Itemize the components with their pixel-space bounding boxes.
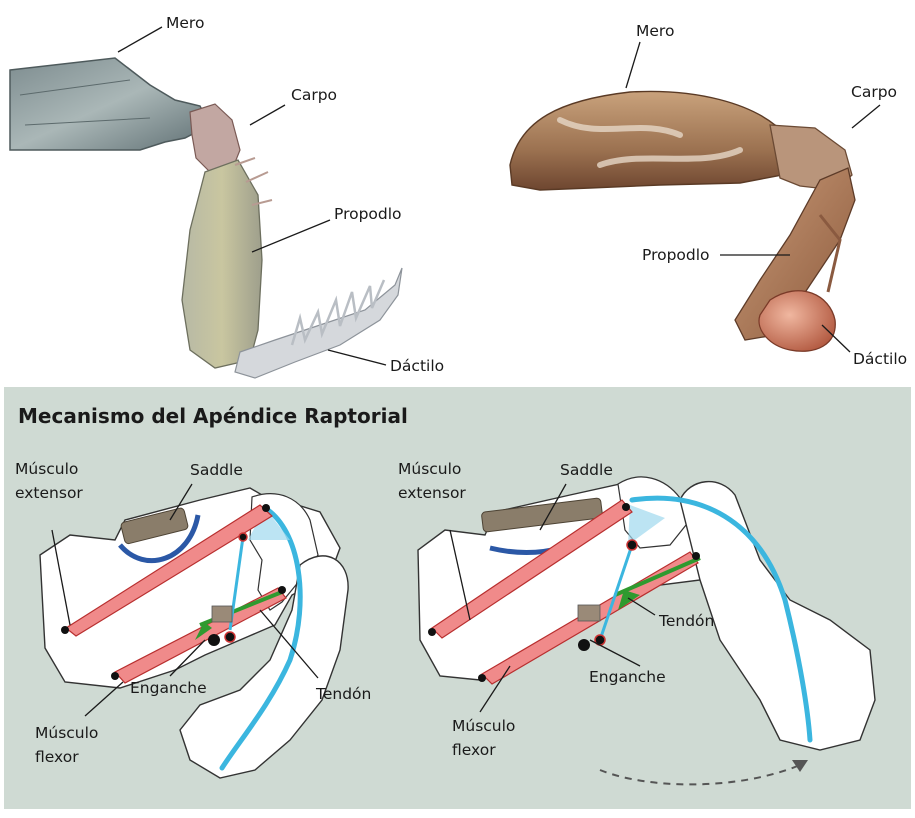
label-tendon-right: Tendón [658,612,714,630]
leader-line [852,105,880,128]
label-carpo-right: Carpo [851,83,897,101]
label-flexor-left: flexor [35,748,79,766]
label-enganche-left: Enganche [130,679,207,697]
label-dactilo-left: Dáctilo [390,357,444,375]
leader-line [118,27,162,52]
right-pivot [478,674,486,682]
left-pivot [111,672,119,680]
right-pivot [578,639,590,651]
label-extensor-right: extensor [398,484,466,502]
left-appendage-labels: Mero Carpo Propodlo Dáctilo [118,14,444,375]
left-pivot [208,634,220,646]
label-enganche-right: Enganche [589,668,666,686]
label-tendon-left: Tendón [315,685,371,703]
leader-line [252,220,330,252]
right-mero-segment [510,91,790,190]
left-mero-segment [10,58,210,150]
left-pivot [61,626,69,634]
right-pivot [692,552,700,560]
left-pivot [278,586,286,594]
label-flexor-right: flexor [452,741,496,759]
label-mero-left: Mero [166,14,204,32]
label-dactilo-right: Dáctilo [853,350,907,368]
label-mero-right: Mero [636,22,674,40]
label-flexor-right: Músculo [452,717,515,735]
leader-line [328,350,386,365]
label-propodlo-left: Propodlo [334,205,402,223]
leader-line [250,105,285,125]
label-saddle-right: Saddle [560,461,613,479]
left-pivot [262,504,270,512]
left-pivot [225,632,235,642]
label-extensor-right: Músculo [398,460,461,478]
right-pivot [622,503,630,511]
label-extensor-left: Músculo [15,460,78,478]
right-catch-block [578,605,600,621]
label-extensor-left: extensor [15,484,83,502]
left-propodlo-segment [182,160,262,368]
right-dactilo-segment [759,291,835,352]
right-pivot [627,540,637,550]
label-propodlo-right: Propodlo [642,246,710,264]
right-pivot [428,628,436,636]
label-flexor-left: Músculo [35,724,98,742]
label-saddle-left: Saddle [190,461,243,479]
left-pivot [239,533,247,541]
label-carpo-left: Carpo [291,86,337,104]
left-catch-block [212,606,232,622]
leader-line [626,42,640,88]
right-appendage-illustration [510,91,855,351]
mechanism-title: Mecanismo del Apéndice Raptorial [18,404,408,428]
